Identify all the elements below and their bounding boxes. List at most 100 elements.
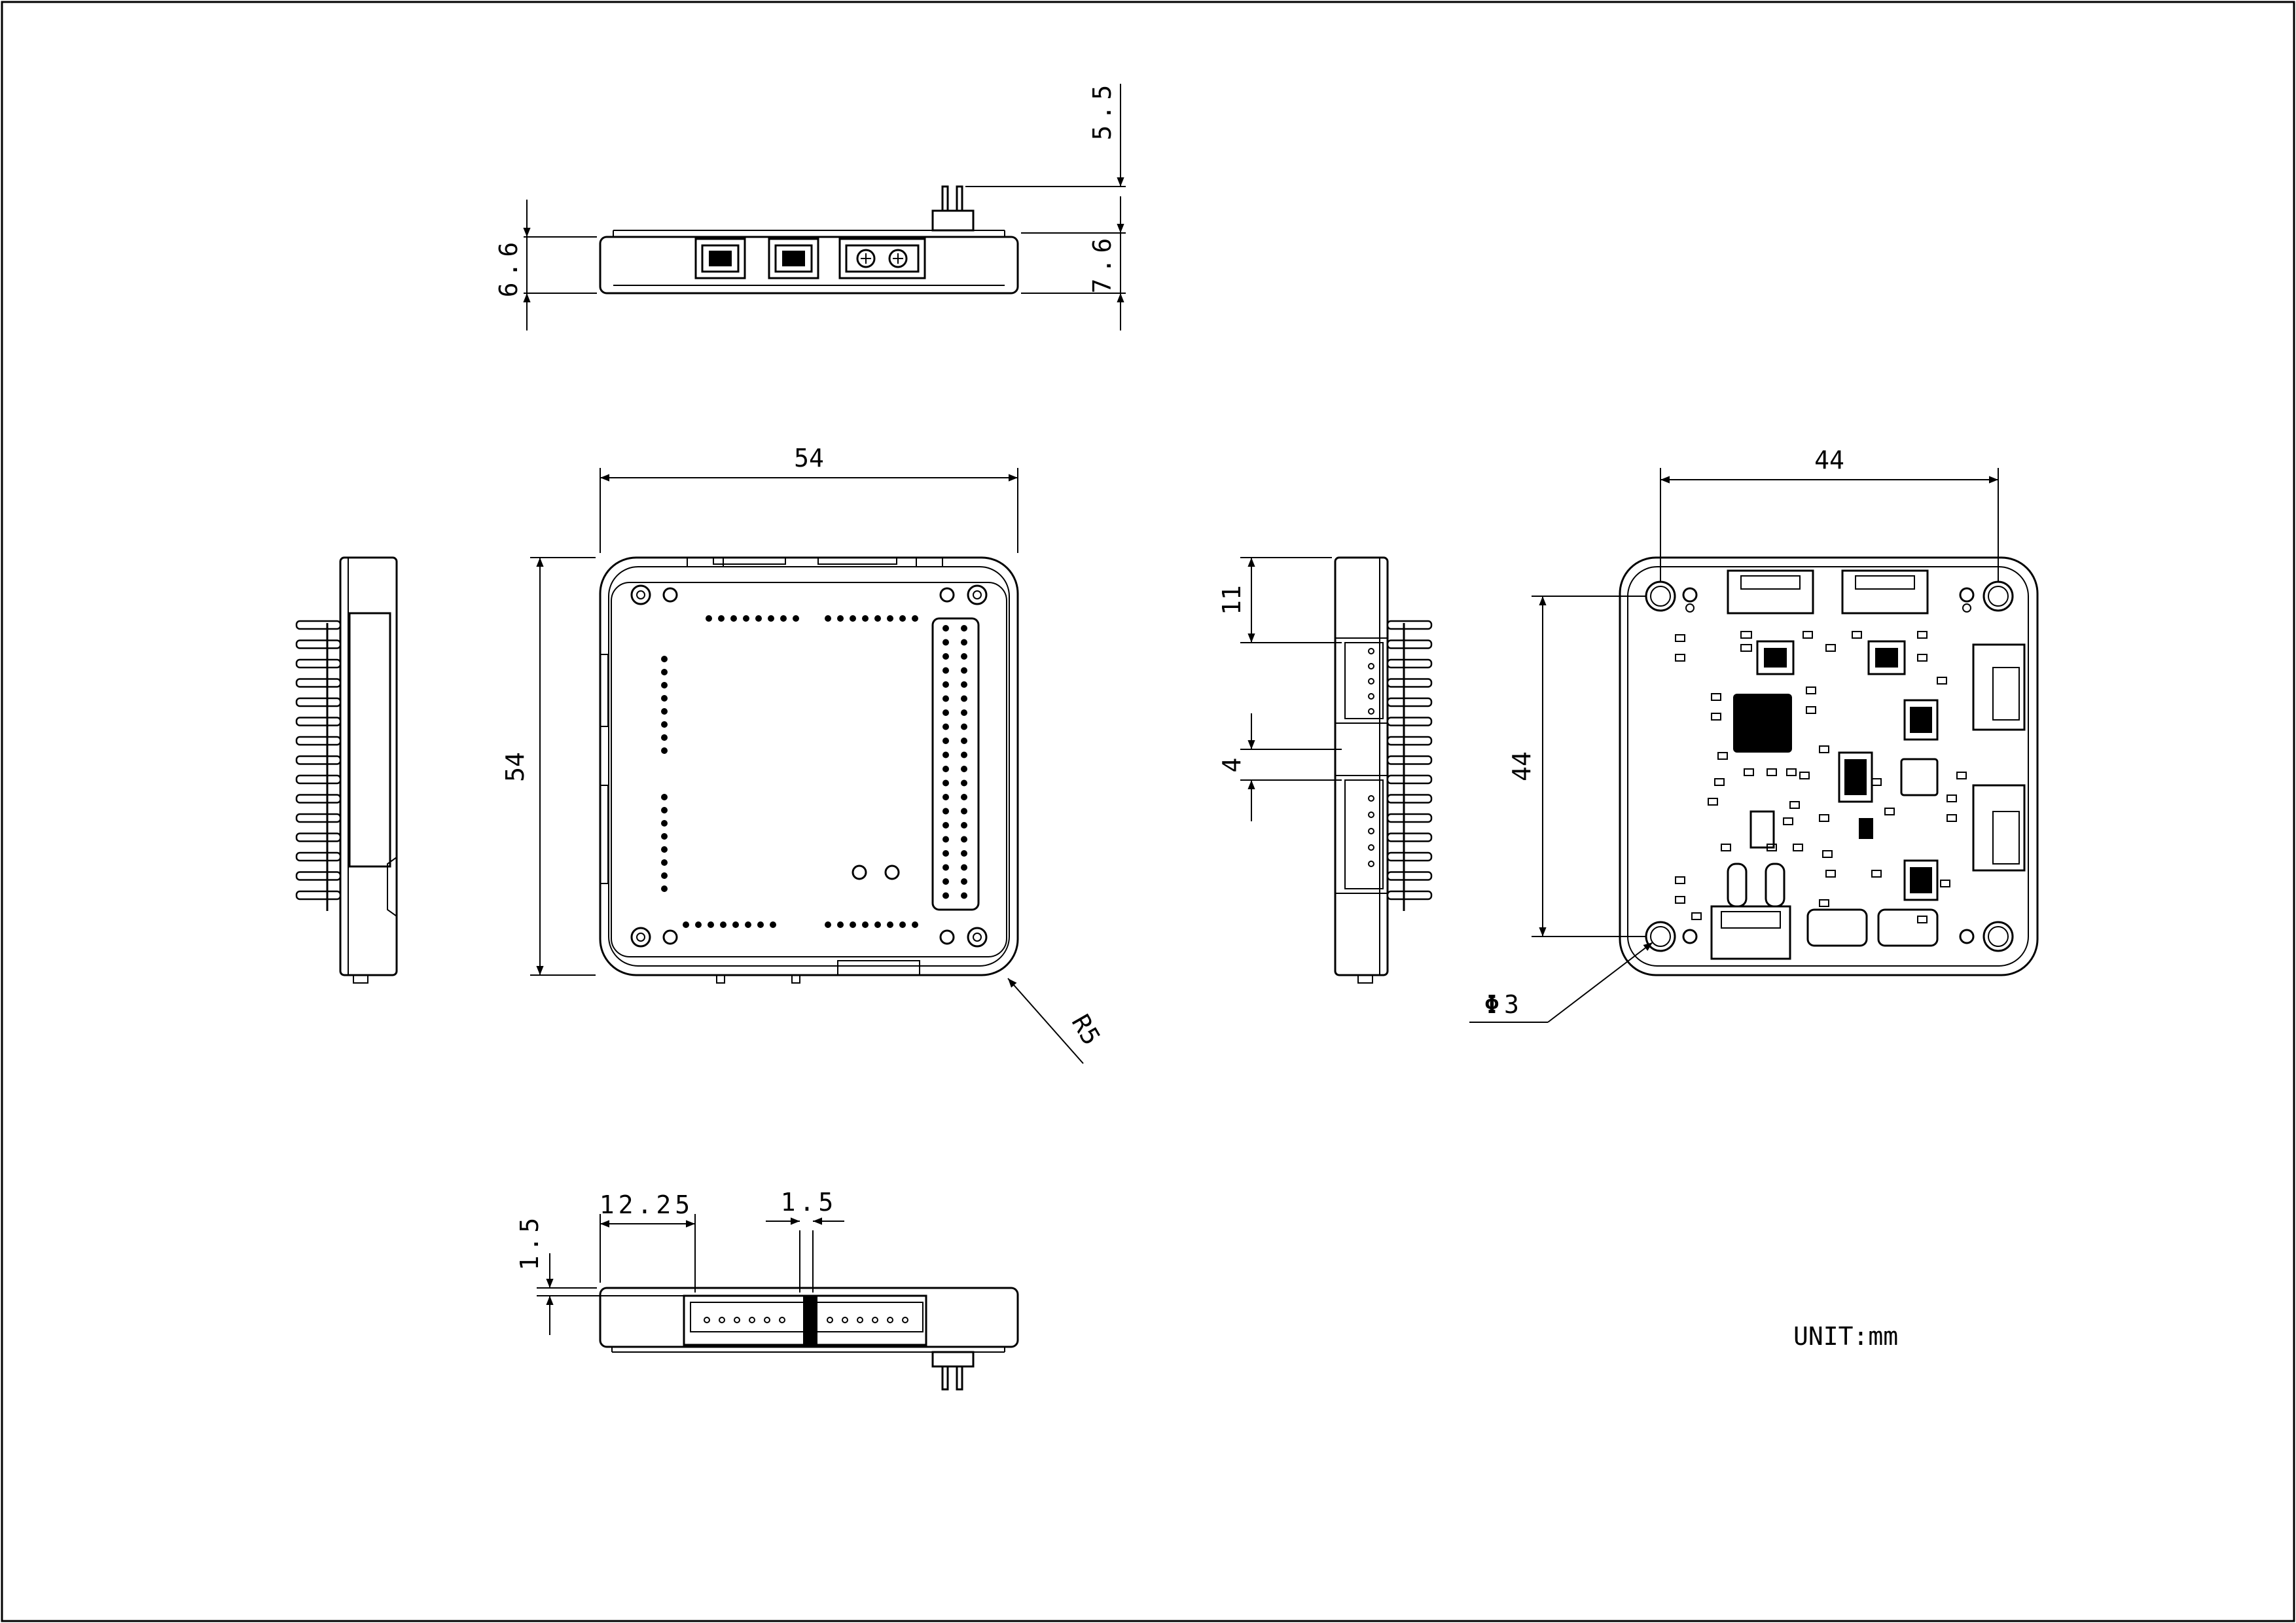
pcb-hole <box>661 859 668 866</box>
smd-component <box>1675 876 1685 884</box>
pcb-hole <box>743 615 749 622</box>
left-pin <box>295 755 342 765</box>
dim-height-left: 6.6 <box>494 200 597 330</box>
front-hole-pattern <box>661 615 967 928</box>
right-pin <box>1386 755 1433 765</box>
right-side-view: 11 4 <box>1217 556 1433 984</box>
pcb-hole <box>961 667 967 674</box>
smd-component <box>1871 870 1882 878</box>
smd-component <box>1767 844 1777 851</box>
pcb-hole <box>887 615 893 622</box>
pcb-hole <box>961 766 967 772</box>
top-view: 6.6 7.6 5.5 <box>494 80 1126 330</box>
smd-component <box>1871 778 1882 786</box>
smd-component <box>1852 631 1862 639</box>
right-pin <box>1386 620 1433 630</box>
dim-label-44-x: 44 <box>1814 446 1844 474</box>
pcb-hole <box>770 921 776 928</box>
right-pin <box>1386 736 1433 746</box>
pin-header <box>931 185 975 232</box>
connector-pin <box>779 1317 785 1323</box>
dim-bottom-connector-gap: 1.5 <box>766 1188 844 1293</box>
smd-component <box>1956 772 1967 779</box>
pcb-hole <box>837 615 844 622</box>
connector-pin <box>764 1317 770 1323</box>
smd-component <box>1822 850 1833 858</box>
pcb-hole <box>695 921 702 928</box>
pcb-hole <box>942 695 949 702</box>
dim-label-1-5-gap: 1.5 <box>781 1188 838 1217</box>
connector-pin <box>1368 693 1374 700</box>
dim-height-right: 7.6 <box>1021 220 1126 330</box>
pcb-hole <box>706 615 712 622</box>
pcb-hole <box>661 747 668 754</box>
pcb-hole <box>961 794 967 800</box>
pcb-hole <box>825 921 831 928</box>
connector-pin <box>719 1317 725 1323</box>
pcb-hole <box>961 751 967 758</box>
pcb-hole <box>874 615 881 622</box>
left-pin <box>295 697 342 707</box>
dim-bottom-connector-offset: 12.25 <box>600 1190 696 1293</box>
pcb-hole <box>720 921 726 928</box>
pcb-hole <box>862 615 869 622</box>
pcb-hole <box>757 921 764 928</box>
pcb-hole <box>961 681 967 688</box>
pcb-hole <box>780 615 787 622</box>
smd-component <box>1917 654 1928 662</box>
right-pin <box>1386 871 1433 881</box>
dim-label-54-height: 54 <box>501 752 529 782</box>
pcb-hole <box>961 892 967 899</box>
smd-component <box>1806 687 1816 694</box>
smd-component <box>1917 916 1928 923</box>
pcb-hole <box>961 822 967 829</box>
smd-component <box>1884 808 1895 815</box>
left-pin <box>295 678 342 688</box>
smd-component <box>1783 817 1793 825</box>
pcb-hole <box>912 921 918 928</box>
pcb-hole <box>661 833 668 840</box>
dim-label-54-width: 54 <box>794 444 824 473</box>
pcb-hole <box>942 723 949 730</box>
left-pin <box>295 620 342 630</box>
dim-label-3: 3 <box>1504 990 1519 1019</box>
right-pin <box>1386 697 1433 707</box>
smd-component <box>1711 693 1721 701</box>
pcb-hole <box>730 615 737 622</box>
smd-component <box>1825 644 1836 652</box>
dim-corner-radius: R5 <box>1007 978 1106 1064</box>
pcb-hole <box>942 738 949 744</box>
right-pin <box>1386 832 1433 842</box>
pcb-hole <box>661 846 668 853</box>
left-pin <box>295 832 342 842</box>
pcb-hole <box>912 615 918 622</box>
smd-component <box>1819 814 1829 822</box>
connector-pin <box>704 1317 710 1323</box>
pcb-hole <box>961 639 967 646</box>
pcb-hole <box>942 639 949 646</box>
dim-back-hole-spacing-y: 44 <box>1507 596 1646 937</box>
left-pin <box>295 717 342 726</box>
pcb-hole <box>942 878 949 885</box>
smd-component <box>1721 844 1731 851</box>
smd-component <box>1740 644 1752 652</box>
smd-component <box>1711 713 1721 721</box>
right-connector-pins <box>1368 648 1374 867</box>
smd-component <box>1714 778 1725 786</box>
left-pin <box>295 774 342 785</box>
pcb-hole <box>837 921 844 928</box>
pcb-hole <box>942 779 949 787</box>
smd-component <box>1819 899 1829 907</box>
smd-component <box>1806 706 1816 714</box>
dim-pin-height: 5.5 <box>965 80 1126 233</box>
smd-component <box>1744 768 1754 776</box>
pcb-hole <box>961 850 967 857</box>
dim-bottom-connector-depth: 1.5 <box>515 1214 684 1335</box>
pcb-hole <box>661 721 668 728</box>
terminal-block <box>838 238 926 279</box>
dim-back-hole-spacing-x: 44 <box>1660 446 1999 582</box>
pcb-hole <box>961 864 967 871</box>
left-pin <box>295 794 342 804</box>
pcb-hole <box>961 625 967 632</box>
